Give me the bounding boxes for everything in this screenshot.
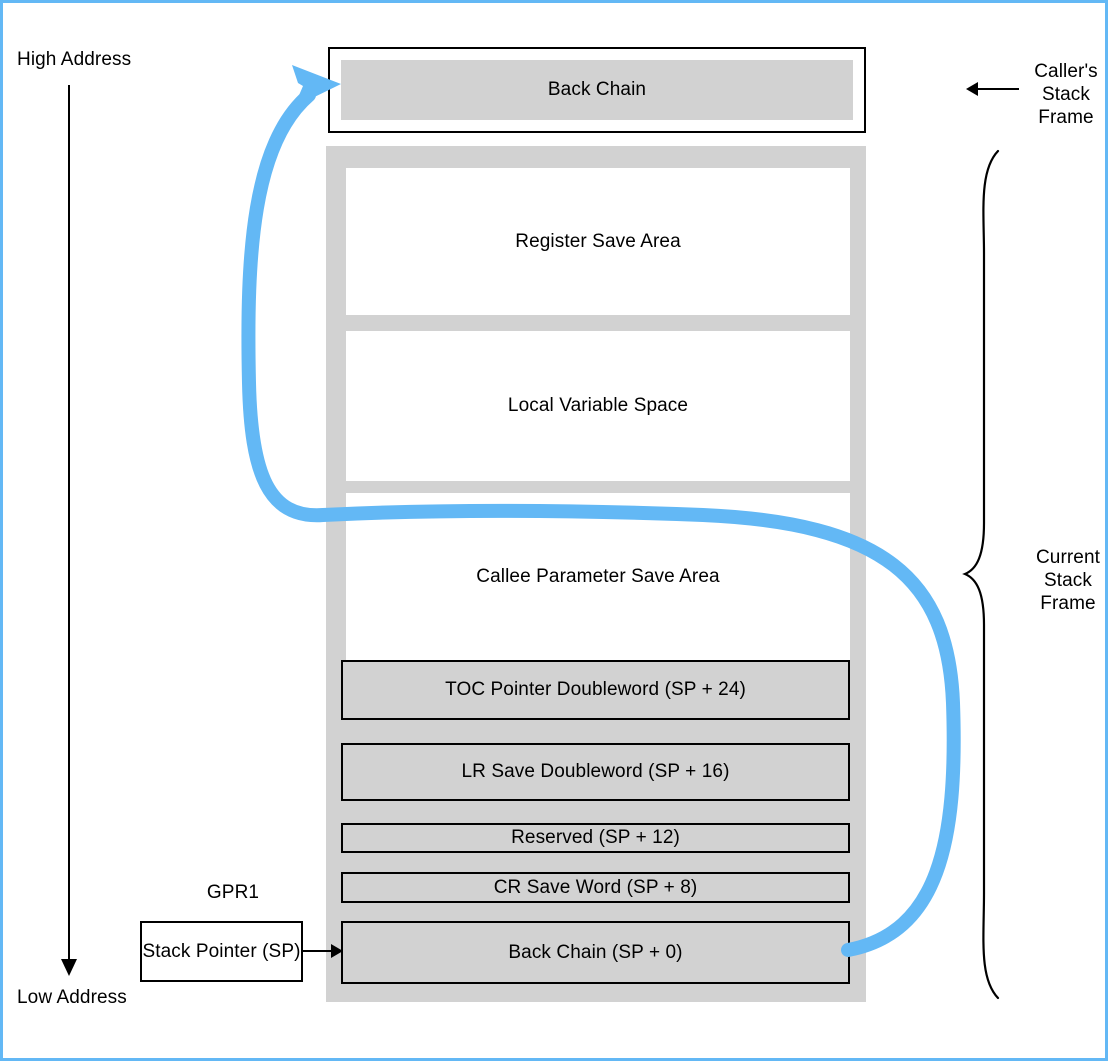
caller-frame-pointer-line (971, 88, 1019, 90)
slot-back-chain-sp0-label: Back Chain (SP + 0) (508, 941, 683, 963)
stack-pointer-label: Stack Pointer (SP) (142, 940, 301, 962)
current-stack-frame-annotation: Current Stack Frame (1035, 547, 1101, 615)
slot-reserved-label: Reserved (SP + 12) (511, 827, 680, 849)
slot-cr-save-word[interactable]: CR Save Word (SP + 8) (341, 872, 850, 903)
stack-pointer-arrowhead-icon (331, 944, 343, 958)
gpr1-register-label: GPR1 (206, 882, 260, 903)
slot-callee-parameter-save-area[interactable]: Callee Parameter Save Area (346, 493, 850, 660)
low-address-label: Low Address (17, 987, 127, 1008)
slot-register-save-area[interactable]: Register Save Area (346, 168, 850, 315)
slot-toc-pointer-doubleword[interactable]: TOC Pointer Doubleword (SP + 24) (341, 660, 850, 720)
slot-local-variable-space[interactable]: Local Variable Space (346, 331, 850, 481)
slot-lr-save-doubleword[interactable]: LR Save Doubleword (SP + 16) (341, 743, 850, 801)
slot-cr-save-word-label: CR Save Word (SP + 8) (493, 876, 698, 898)
caller-stack-frame-annotation: Caller's Stack Frame (1034, 61, 1098, 129)
slot-lr-save-doubleword-label: LR Save Doubleword (SP + 16) (461, 761, 730, 783)
caller-frame-arrowhead-icon (966, 82, 978, 96)
slot-callee-parameter-save-area-label: Callee Parameter Save Area (476, 565, 720, 587)
address-axis-arrowhead (61, 959, 77, 976)
slot-back-chain-sp0[interactable]: Back Chain (SP + 0) (341, 921, 850, 984)
caller-back-chain-label: Back Chain (547, 79, 647, 101)
address-axis-line (68, 85, 70, 965)
slot-toc-pointer-doubleword-label: TOC Pointer Doubleword (SP + 24) (445, 679, 746, 701)
high-address-label: High Address (17, 49, 132, 70)
current-stack-frame-brace (962, 149, 1000, 1000)
slot-local-variable-space-label: Local Variable Space (507, 395, 689, 417)
slot-reserved[interactable]: Reserved (SP + 12) (341, 823, 850, 853)
stack-pointer-box[interactable]: Stack Pointer (SP) (140, 921, 303, 982)
stack-pointer-arrow-line (303, 950, 333, 952)
caller-back-chain-slot[interactable]: Back Chain (341, 60, 853, 120)
slot-register-save-area-label: Register Save Area (515, 230, 681, 252)
